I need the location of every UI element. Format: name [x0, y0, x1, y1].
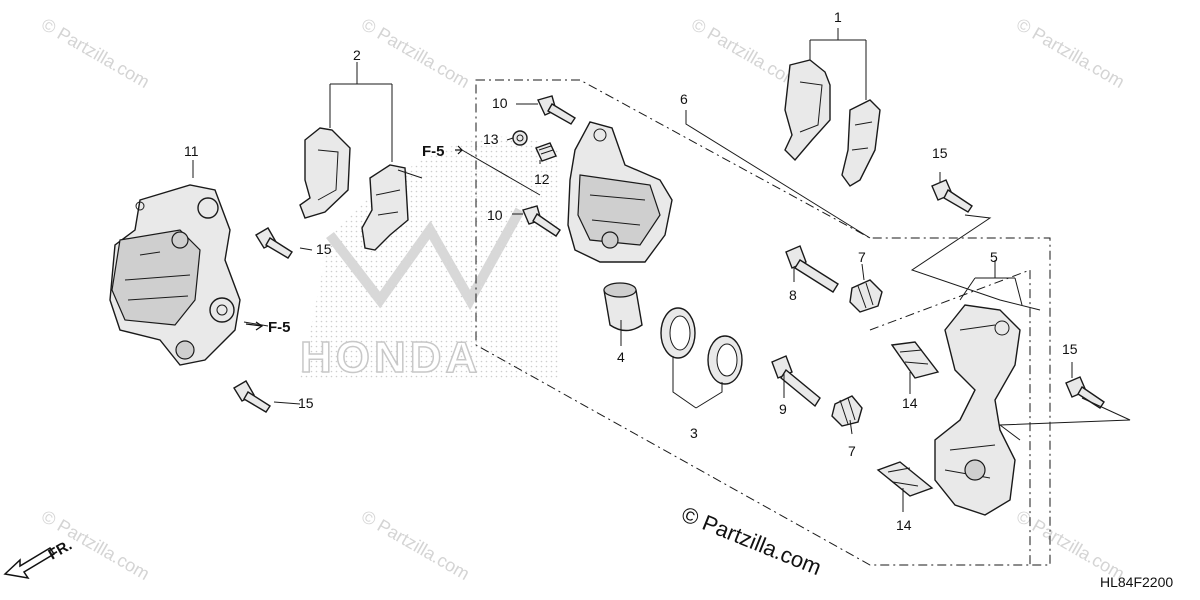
watermark-text: © Partzilla.com: [1013, 14, 1128, 92]
bolt-part-10-lower[interactable]: [522, 205, 561, 237]
bolt-part-15-c[interactable]: [931, 179, 973, 213]
bleeder-cap-part-13[interactable]: [512, 130, 528, 146]
callout-15-c: 15: [932, 145, 948, 161]
caliper-body-part-6[interactable]: [567, 121, 673, 263]
assembly-outlines: [475, 79, 1051, 566]
front-arrow-icon: [3, 546, 56, 580]
copyright-text: © Partzilla.com: [678, 501, 825, 580]
brake-pad-set-part-2[interactable]: [299, 127, 423, 251]
bolt-part-15-b[interactable]: [233, 380, 271, 413]
callout-15-a: 15: [316, 241, 332, 257]
callout-13: 13: [483, 131, 499, 147]
bolt-part-15-a[interactable]: [255, 227, 293, 259]
callout-5: 5: [990, 249, 998, 265]
callout-6: 6: [680, 91, 688, 107]
callout-4: 4: [617, 349, 625, 365]
diagram-code: HL84F2200: [1100, 574, 1173, 590]
callout-2: 2: [353, 47, 361, 63]
leader-lines: [192, 28, 1131, 512]
honda-logo-text: HONDA: [300, 333, 481, 382]
callout-labels: 1 2 3 4 5 6 7 7 8 9 10 10 11 12 13 14 14…: [184, 9, 1078, 533]
reference-f5-upper[interactable]: F-5: [422, 143, 463, 160]
piston-part-4[interactable]: [603, 282, 643, 332]
callout-10-lower: 10: [487, 207, 503, 223]
honda-wing-logo: HONDA: [299, 136, 560, 383]
callout-7-upper: 7: [858, 249, 866, 265]
pin-part-9[interactable]: [771, 355, 821, 408]
callout-7-lower: 7: [848, 443, 856, 459]
callout-12: 12: [534, 171, 550, 187]
front-direction-indicator: FR.: [3, 537, 75, 580]
seal-set-part-3[interactable]: [660, 307, 743, 385]
reference-f5-lower[interactable]: F-5: [245, 319, 291, 336]
bolt-part-10-upper[interactable]: [537, 95, 576, 125]
callout-15-d: 15: [1062, 341, 1078, 357]
callout-1: 1: [834, 9, 842, 25]
callout-11: 11: [184, 143, 199, 159]
callout-10-upper: 10: [492, 95, 508, 111]
caliper-assembly-part-11[interactable]: [109, 184, 241, 366]
callout-3: 3: [690, 425, 698, 441]
bleeder-screw-part-12[interactable]: [535, 142, 557, 162]
callout-9: 9: [779, 401, 787, 417]
watermark-text: © Partzilla.com: [38, 14, 153, 92]
pad-retainer-part-14-upper[interactable]: [890, 341, 940, 379]
boot-part-7-lower[interactable]: [831, 395, 863, 427]
callout-14-lower: 14: [896, 517, 912, 533]
bolt-part-15-d[interactable]: [1065, 376, 1105, 409]
brake-pad-set-part-1[interactable]: [784, 59, 881, 187]
watermark-text: © Partzilla.com: [358, 506, 473, 584]
watermark-text: © Partzilla.com: [358, 14, 473, 92]
callout-14-upper: 14: [902, 395, 918, 411]
boot-part-7-upper[interactable]: [849, 279, 883, 313]
ref-f5-label: F-5: [422, 143, 445, 160]
ref-f5-label: F-5: [268, 319, 291, 336]
callout-15-b: 15: [298, 395, 314, 411]
watermark-text: © Partzilla.com: [688, 14, 803, 92]
callout-8: 8: [789, 287, 797, 303]
bracket-part-5[interactable]: [934, 304, 1021, 516]
pad-retainer-part-14-lower[interactable]: [876, 461, 934, 497]
pin-part-8[interactable]: [785, 245, 839, 293]
